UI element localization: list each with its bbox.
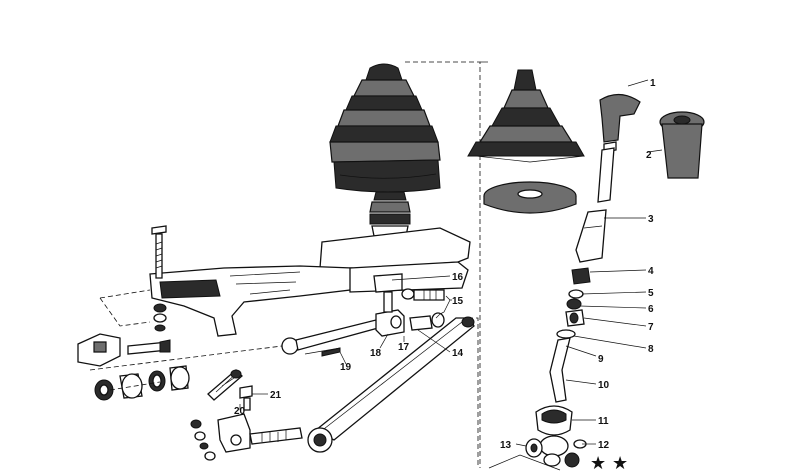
vertical-bolt bbox=[151, 225, 167, 279]
shift-knob bbox=[599, 93, 641, 153]
label-4: 4 bbox=[648, 266, 654, 277]
label-2: 2 bbox=[646, 150, 652, 161]
label-5: 5 bbox=[648, 288, 654, 299]
star-icon: ★ bbox=[612, 453, 628, 473]
lever-sleeve bbox=[575, 209, 607, 263]
alignment-lines-left bbox=[89, 289, 291, 391]
label-9: 9 bbox=[598, 354, 604, 365]
bushing-set bbox=[94, 365, 190, 401]
bolt-15 bbox=[401, 288, 445, 301]
lever-upper-shaft bbox=[597, 147, 615, 203]
gear-lever bbox=[535, 337, 573, 457]
shift-rod bbox=[281, 319, 379, 357]
rubber-mount bbox=[77, 333, 171, 367]
label-13: 13 bbox=[500, 440, 512, 451]
label-6: 6 bbox=[648, 304, 654, 315]
label-8: 8 bbox=[648, 344, 654, 355]
label-18: 18 bbox=[370, 348, 382, 359]
stay-rod bbox=[307, 316, 475, 453]
label-21: 21 bbox=[270, 390, 282, 401]
gear-lever-boot bbox=[467, 69, 585, 163]
washers-left bbox=[153, 303, 167, 332]
label-16: 16 bbox=[452, 272, 464, 283]
large-gear-boot bbox=[329, 63, 441, 193]
rubber-ring bbox=[483, 181, 577, 214]
bracket-20 bbox=[190, 385, 303, 461]
small-parts-stack bbox=[556, 267, 591, 339]
label-20: 20 bbox=[234, 406, 246, 417]
coupling-block bbox=[375, 291, 405, 337]
label-12: 12 bbox=[598, 440, 610, 451]
label-11: 11 bbox=[598, 416, 609, 427]
spring bbox=[369, 191, 411, 237]
label-7: 7 bbox=[648, 322, 654, 333]
label-10: 10 bbox=[598, 380, 610, 391]
label-17: 17 bbox=[398, 342, 410, 353]
label-14: 14 bbox=[452, 348, 464, 359]
sleeve-17 bbox=[409, 312, 445, 331]
label-1: 1 bbox=[650, 78, 656, 89]
star-markers: ★ ★ bbox=[590, 453, 628, 473]
shift-knob-alt bbox=[659, 111, 705, 179]
small-spring bbox=[207, 369, 243, 401]
label-15: 15 bbox=[452, 296, 464, 307]
label-19: 19 bbox=[340, 362, 352, 373]
part-labels: 1 2 3 4 5 6 7 8 9 10 11 12 13 14 15 16 1… bbox=[234, 78, 656, 451]
label-3: 3 bbox=[648, 214, 654, 225]
star-icon: ★ bbox=[590, 453, 606, 473]
leader-lines bbox=[239, 79, 663, 447]
lever-bearing-parts bbox=[525, 438, 587, 468]
gear-carrier bbox=[149, 227, 471, 337]
